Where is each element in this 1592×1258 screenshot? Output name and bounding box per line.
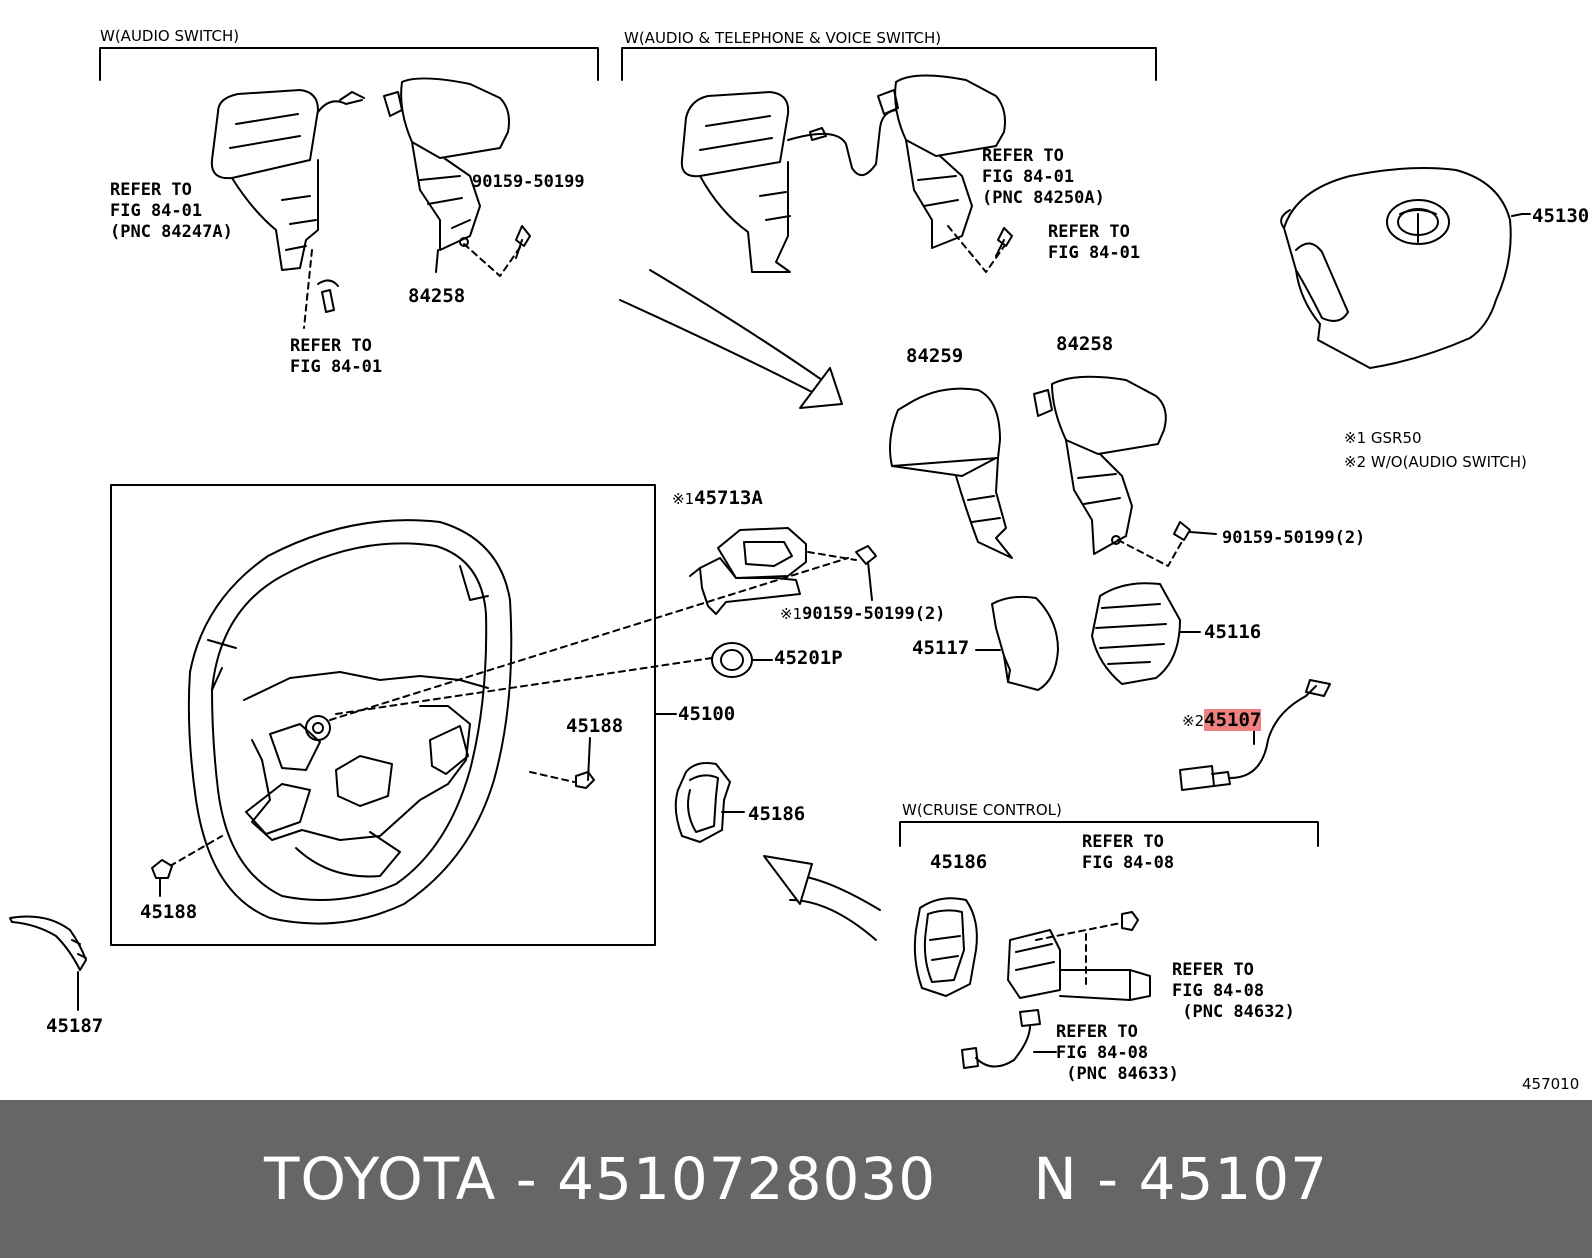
audio-tel-left-illustration: [680, 91, 897, 273]
diagram-drawing: [9, 47, 1531, 1069]
mark-1-b: ※1: [780, 605, 803, 623]
switch-84259-illustration: [889, 387, 1013, 559]
part-90159-50199-2-c-label: ※190159-50199(2): [780, 604, 945, 625]
part-45107-highlighted[interactable]: 45107: [1204, 709, 1262, 731]
part-90159-50199-2-c[interactable]: 90159-50199(2): [802, 604, 946, 624]
part-84258-b[interactable]: 84258: [1056, 333, 1114, 355]
group-title-audio-tel-voice: W(AUDIO & TELEPHONE & VOICE SWITCH): [624, 29, 942, 47]
parts-diagram: W(AUDIO SWITCH) W(AUDIO & TELEPHONE & VO…: [9, 27, 1590, 1093]
part-45117[interactable]: 45117: [912, 637, 970, 659]
bracket-45713a-illustration: [689, 527, 877, 615]
airbag-45130-illustration: [1280, 167, 1523, 369]
note-2-wo-audio-switch: ※2 W/O(AUDIO SWITCH): [1344, 453, 1527, 471]
part-45186-a[interactable]: 45186: [748, 803, 806, 825]
arrow-upper: [619, 269, 843, 409]
part-45188-right[interactable]: 45188: [566, 715, 624, 737]
collar-45201p-illustration: [711, 642, 773, 678]
refer-fig-84-08-pnc-84633[interactable]: REFER TO FIG 84-08 (PNC 84633): [1056, 1022, 1179, 1084]
group-title-cruise-control: W(CRUISE CONTROL): [902, 801, 1062, 819]
bracket-audio-tel-voice: [621, 47, 1157, 81]
cover-45186-illustration: [674, 762, 745, 843]
bolt-45188-left-illustration: [151, 859, 173, 897]
steering-wheel-illustration: [169, 519, 849, 925]
refer-fig-84-01-b[interactable]: REFER TO FIG 84-01: [1048, 222, 1141, 263]
note-1-gsr50: ※1 GSR50: [1344, 429, 1422, 447]
mark-1: ※1: [672, 490, 695, 508]
group-title-audio-switch: W(AUDIO SWITCH): [100, 27, 240, 45]
part-84258-a[interactable]: 84258: [408, 285, 466, 307]
mark-2: ※2: [1182, 712, 1205, 730]
audio-tel-right-illustration: [877, 74, 1013, 273]
part-90159-50199-a[interactable]: 90159-50199: [472, 172, 585, 192]
footer-part-info: TOYOTA - 4510728030 N - 45107: [263, 1145, 1329, 1213]
part-45713a[interactable]: 45713A: [694, 487, 763, 509]
part-45188-left[interactable]: 45188: [140, 901, 198, 923]
arrow-lower: [763, 855, 881, 941]
refer-fig-84-01-a[interactable]: REFER TO FIG 84-01: [290, 336, 383, 377]
part-45187[interactable]: 45187: [46, 1015, 104, 1037]
cruise-switch-illustration: [1007, 911, 1151, 1001]
refer-fig-84-08-pnc-84632[interactable]: REFER TO FIG 84-08 (PNC 84632): [1172, 960, 1295, 1022]
cover-45116-illustration: [1091, 582, 1201, 685]
part-45187-illustration: [9, 915, 87, 1011]
cruise-45186-illustration: [913, 897, 978, 997]
refer-fig-84-01-pnc-84250a[interactable]: REFER TO FIG 84-01 (PNC 84250A): [982, 146, 1105, 208]
part-45713a-label: ※145713A: [672, 488, 763, 510]
bolt-45188-right-illustration: [575, 737, 595, 789]
switch-84258-illustration: [1033, 375, 1217, 567]
part-45130[interactable]: 45130: [1532, 205, 1590, 227]
audio-switch-right-illustration: [383, 77, 531, 277]
bracket-audio-switch: [99, 47, 599, 81]
part-45186-b[interactable]: 45186: [930, 851, 988, 873]
bracket-cruise-control: [899, 821, 1319, 847]
footer-bar: TOYOTA - 4510728030 N - 45107: [0, 1100, 1592, 1258]
part-45201p[interactable]: 45201P: [774, 647, 843, 669]
cruise-wire-illustration: [961, 1009, 1057, 1069]
illustration-code: 457010: [1522, 1075, 1580, 1093]
wire-45107-illustration: [1179, 679, 1331, 791]
refer-fig-84-08-a[interactable]: REFER TO FIG 84-08: [1082, 832, 1175, 873]
part-45100[interactable]: 45100: [678, 703, 736, 725]
part-90159-50199-2-b[interactable]: 90159-50199(2): [1222, 528, 1366, 548]
refer-fig-84-01-pnc-84247a[interactable]: REFER TO FIG 84-01 (PNC 84247A): [110, 180, 233, 242]
cover-45117-illustration: [975, 595, 1059, 691]
audio-switch-left-illustration: [210, 89, 365, 329]
part-84259[interactable]: 84259: [906, 345, 964, 367]
part-45107-label: ※245107: [1182, 709, 1262, 732]
part-45116[interactable]: 45116: [1204, 621, 1262, 643]
